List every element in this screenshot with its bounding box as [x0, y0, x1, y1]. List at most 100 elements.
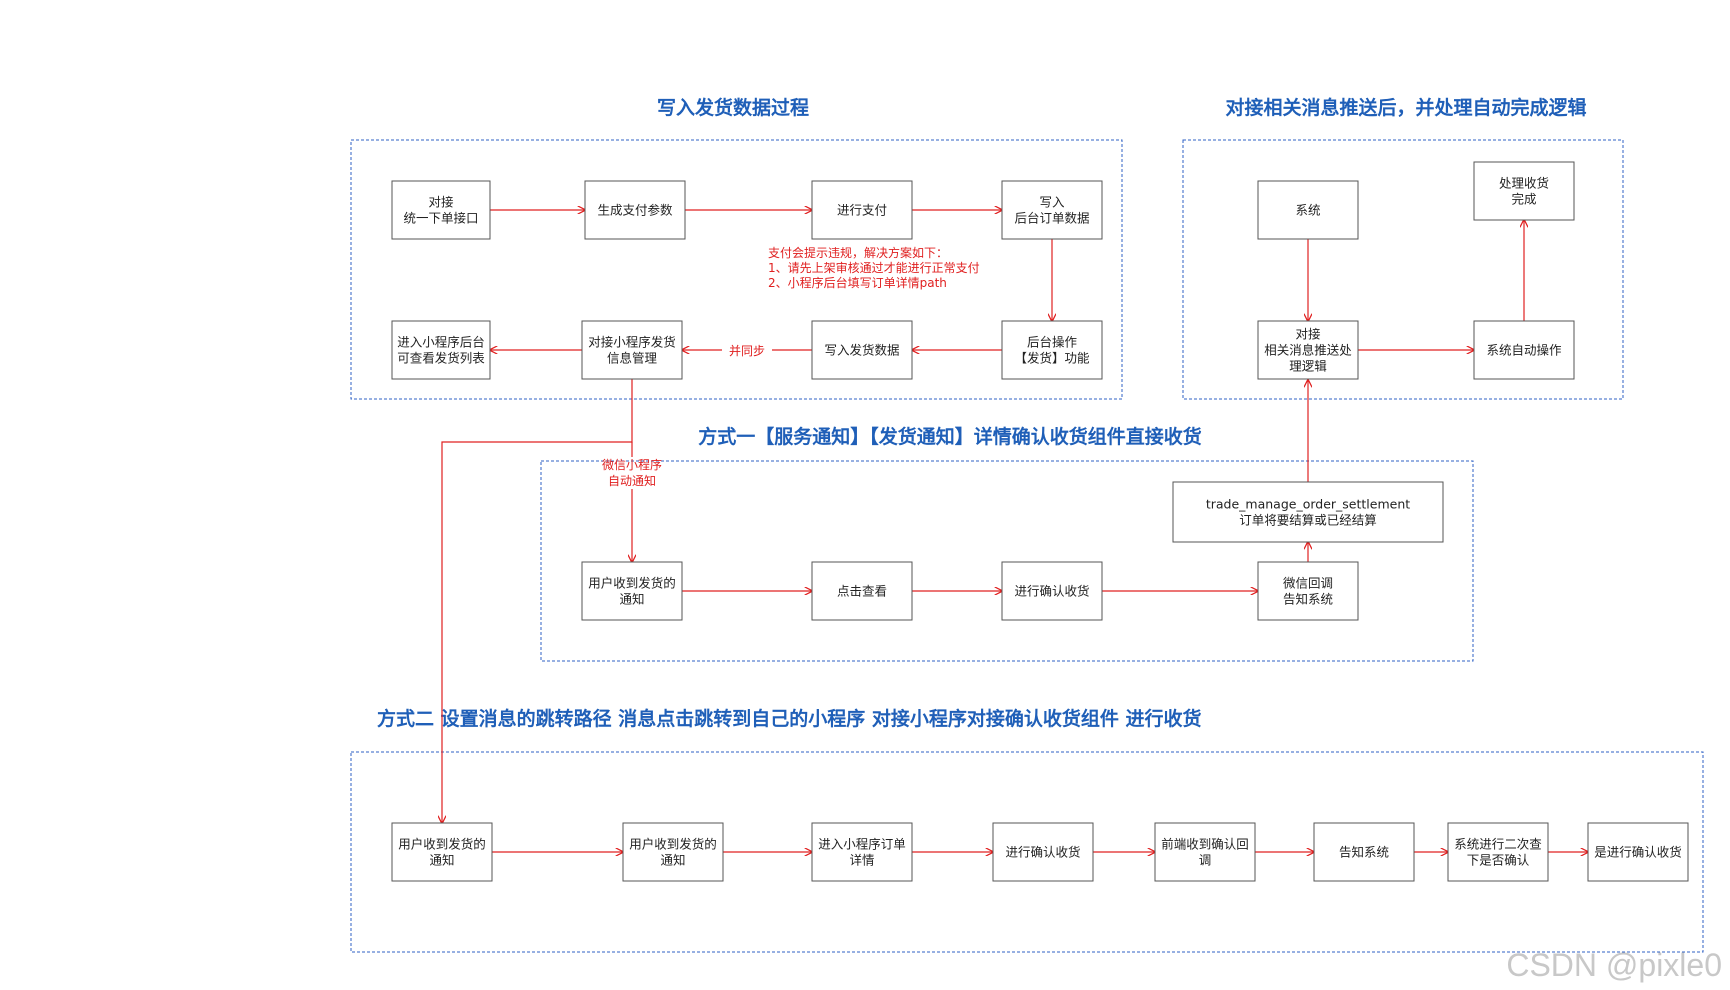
node-box — [1001, 561, 1103, 621]
node-box — [1154, 822, 1256, 882]
node-d6: 告知系统 — [1313, 822, 1415, 882]
node-label: 写入 — [1039, 195, 1065, 210]
node-box — [1001, 180, 1103, 240]
note-pay-warning-1: 支付会提示违规，解决方案如下： — [768, 245, 948, 260]
node-label: 通知 — [660, 853, 685, 868]
nodes: 对接统一下单接口生成支付参数进行支付写入后台订单数据后台操作【发货】功能写入发货… — [391, 161, 1689, 882]
node-box — [1447, 822, 1549, 882]
node-d4: 进行确认收货 — [992, 822, 1094, 882]
node-a2: 生成支付参数 — [584, 180, 686, 240]
node-label: 处理收货 — [1499, 176, 1549, 191]
node-box — [391, 822, 493, 882]
node-b3: 系统自动操作 — [1473, 320, 1575, 380]
node-label: 微信回调 — [1283, 576, 1333, 591]
node-box — [581, 561, 683, 621]
csdn-watermark: CSDN @pixle0 — [1506, 947, 1722, 983]
node-label: 后台操作 — [1027, 335, 1078, 350]
node-label: 用户收到发货的 — [588, 576, 676, 591]
node-box — [811, 561, 913, 621]
node-label: 订单将要结算或已经结算 — [1239, 513, 1377, 528]
node-box — [1473, 161, 1575, 221]
node-label: 对接 — [428, 195, 454, 210]
node-box — [391, 180, 491, 240]
node-label: 系统进行二次查 — [1454, 837, 1542, 852]
note-wechat-notify-1: 微信小程序 — [602, 457, 662, 472]
title-write-shipping: 写入发货数据过程 — [657, 96, 809, 119]
node-label: 进行支付 — [837, 203, 887, 218]
node-d8: 是进行确认收货 — [1587, 822, 1689, 882]
node-label: 进入小程序后台 — [397, 335, 485, 350]
node-box — [584, 180, 686, 240]
node-box — [1172, 481, 1444, 543]
title-message-push: 对接相关消息推送后，并处理自动完成逻辑 — [1225, 96, 1586, 119]
node-box — [1257, 180, 1359, 240]
node-a3: 进行支付 — [811, 180, 913, 240]
node-box — [811, 320, 913, 380]
note-pay-warning-2: 1、请先上架审核通过才能进行正常支付 — [768, 260, 980, 275]
node-label: 【发货】功能 — [1014, 351, 1090, 366]
node-label: 相关消息推送处 — [1264, 343, 1352, 358]
node-label: 下是否确认 — [1467, 853, 1530, 868]
node-label: trade_manage_order_settlement — [1206, 497, 1410, 512]
node-label: 生成支付参数 — [597, 203, 673, 218]
group-method-two — [350, 751, 1704, 953]
title-method-two: 方式二 设置消息的跳转路径 消息点击跳转到自己的小程序 对接小程序对接确认收货组… — [377, 707, 1201, 730]
edges — [442, 210, 1588, 852]
node-a6: 写入发货数据 — [811, 320, 913, 380]
node-label: 完成 — [1511, 192, 1536, 207]
node-box — [811, 822, 913, 882]
note-wechat-notify-2: 自动通知 — [608, 474, 656, 488]
node-c3: 进行确认收货 — [1001, 561, 1103, 621]
node-box — [1257, 561, 1359, 621]
node-label: 点击查看 — [837, 584, 887, 599]
node-box — [1001, 320, 1103, 380]
node-label: 对接小程序发货 — [588, 335, 676, 350]
node-label: 告知系统 — [1283, 592, 1333, 607]
node-label: 理逻辑 — [1289, 359, 1327, 374]
title-method-one: 方式一【服务通知】【发货通知】详情确认收货组件直接收货 — [698, 425, 1202, 448]
node-box — [992, 822, 1094, 882]
node-label: 系统 — [1295, 203, 1320, 218]
node-label: 统一下单接口 — [403, 211, 478, 226]
node-label: 详情 — [849, 853, 874, 868]
node-label: 信息管理 — [607, 351, 658, 366]
node-box — [581, 320, 683, 380]
node-box — [811, 180, 913, 240]
node-label: 通知 — [619, 592, 644, 607]
node-label: 告知系统 — [1339, 845, 1389, 860]
node-label: 后台订单数据 — [1014, 211, 1089, 226]
note-pay-warning-3: 2、小程序后台填写订单详情path — [768, 275, 947, 290]
node-box — [1587, 822, 1689, 882]
node-box — [1473, 320, 1575, 380]
node-box — [391, 320, 491, 380]
group-message-push — [1182, 139, 1624, 400]
node-box — [1313, 822, 1415, 882]
node-label: 进行确认收货 — [1014, 584, 1089, 599]
node-a5: 后台操作【发货】功能 — [1001, 320, 1103, 380]
node-label: 可查看发货列表 — [397, 351, 485, 366]
node-label: 是进行确认收货 — [1594, 845, 1682, 860]
node-label: 进行确认收货 — [1005, 845, 1080, 860]
node-box — [622, 822, 724, 882]
node-c2: 点击查看 — [811, 561, 913, 621]
node-label: 调 — [1199, 853, 1212, 868]
group-method-one — [540, 460, 1474, 662]
node-label: 前端收到确认回 — [1161, 837, 1249, 852]
node-box — [1257, 320, 1359, 380]
node-label: 对接 — [1295, 327, 1321, 342]
node-label: 系统自动操作 — [1486, 343, 1562, 358]
